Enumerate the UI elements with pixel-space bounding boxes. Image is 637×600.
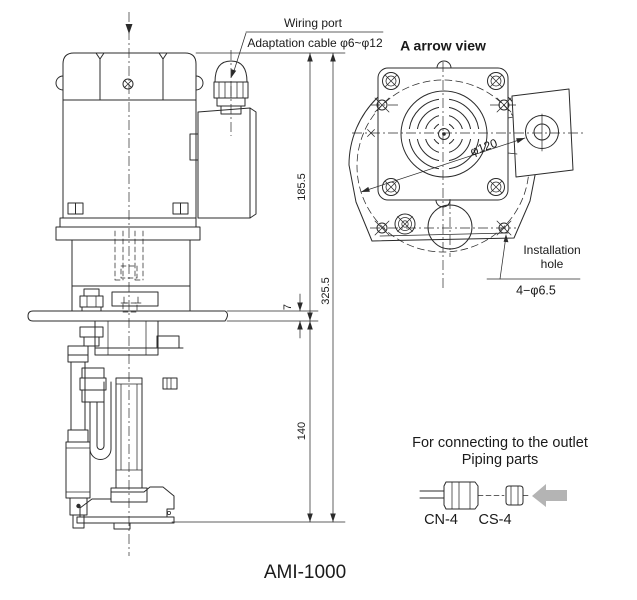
dimension-lines: 185.5 325.5 7 140 Wiring port Adaptation… [171,16,384,523]
cover-screws [382,72,505,196]
insert-direction-arrow-icon [532,484,567,507]
lifting-lugs [55,75,204,91]
terminal-box [197,107,257,219]
bolt-circle-dim-line [360,137,526,193]
fitting-nut-label: CN-4 [424,512,458,528]
piping-parts-detail: For connecting to the outlet Piping part… [412,435,588,528]
volute-casing [79,486,175,518]
wiring-leader-line [232,32,247,75]
outlet-note-line1: For connecting to the outlet [412,435,588,451]
adaptation-cable-label: Adaptation cable φ6~φ12 [247,36,383,50]
outlet-note-line2: Piping parts [462,452,539,468]
cap-scallop-notches [95,52,168,60]
compression-nut [443,481,479,510]
view-direction-arrow-icon [125,24,133,34]
cable-gland-dome [214,60,248,83]
grease-fitting [83,288,100,297]
model-title: AMI-1000 [264,562,346,583]
suction-tab [113,522,131,530]
compression-sleeve [505,485,524,506]
nameplate [111,291,159,307]
outlet-fitting [162,377,178,390]
motor-cap [62,52,197,101]
installation-hole-label-1: Installation [523,243,580,257]
wiring-port-label: Wiring port [284,16,343,30]
arrow-view-title: A arrow view [400,38,486,54]
terminal-box-top-view [511,88,574,178]
pump-column [71,239,191,287]
side-view [27,12,257,556]
u-tube-inner [96,381,105,450]
grille-boundary [400,90,488,178]
strainer-barrel [65,441,91,499]
dim-plate-thickness: 7 [282,304,294,310]
a-arrow-view: A arrow view [348,38,586,297]
mounting-plate [27,310,226,322]
drain-plug [394,213,416,235]
fan-hub [438,128,450,140]
hidden-shaft-lines [114,230,144,281]
motor-body [62,99,197,219]
conduit-step [189,133,199,161]
motor-flange [59,217,197,228]
installation-hole-label-2: hole [541,257,564,271]
pipe-coupling-1 [67,345,89,356]
left-pipe [70,361,86,431]
dim-overall-height: 325.5 [320,277,332,305]
cap-screw [122,78,134,90]
cover-tab-top [436,60,452,69]
hex-fitting-upper [79,326,104,338]
fan-grille [400,90,488,178]
discharge-stub [156,335,180,349]
pipe-coupling-2 [67,429,89,443]
pipe-stub [419,490,445,499]
casing-base [76,516,175,524]
pump-head-block [94,320,159,356]
callout-arrow-icon [503,234,509,243]
installation-hole-spec: 4−φ6.5 [516,283,556,297]
callout-leader-line [499,235,507,280]
fitting-sleeve-label: CS-4 [478,512,511,528]
plate-break-mark [224,310,228,322]
u-tube-outer [89,381,112,460]
foot-valve-tip [72,514,85,529]
dim-below-plate: 140 [296,422,308,440]
leader-arrow-icon [231,69,237,78]
dim-motor-height: 185.5 [296,173,308,201]
